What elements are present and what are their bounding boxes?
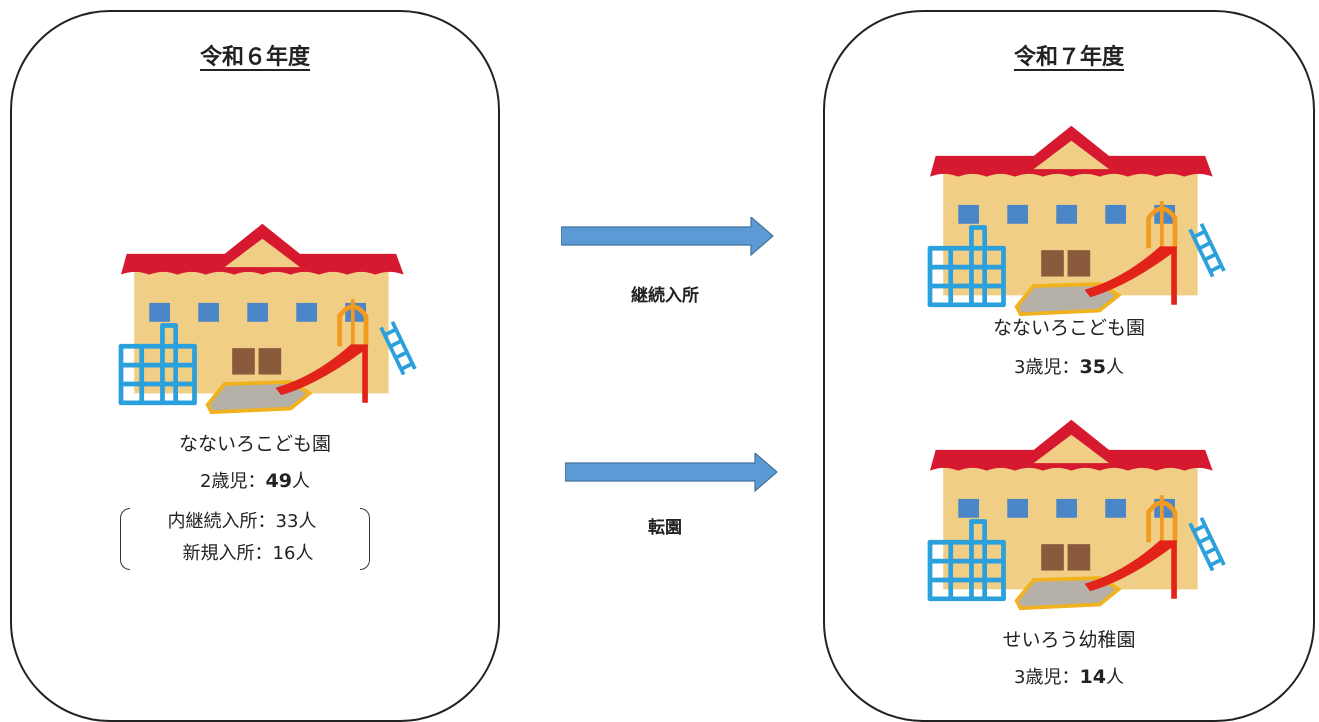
breakdown-bracket: 内継続入所：33人 新規入所：16人: [120, 508, 370, 570]
age-count-1: 3歳児：35人: [825, 356, 1313, 379]
age-label: 2歳児：: [200, 471, 266, 492]
count-unit: 人: [1105, 357, 1124, 378]
breakdown-new: 新規入所：16人: [182, 543, 314, 564]
age-label: 3歳児：: [1014, 667, 1080, 688]
arrow-transfer: [565, 453, 778, 492]
age-label: 3歳児：: [1014, 357, 1080, 378]
school-building-illustration: [108, 220, 428, 416]
arrow-continue: [561, 217, 774, 256]
count-value: 35: [1079, 356, 1106, 378]
age-count: 2歳児：49人: [12, 470, 498, 493]
school-name-2: せいろう幼稚園: [1002, 629, 1136, 651]
count-unit: 人: [291, 471, 310, 492]
school-name-1: なないろこども園: [992, 317, 1145, 339]
panel-fy2025: 令和７年度 なないろこども園 3歳児：35人 せいろう幼稚園 3歳児：14人: [823, 10, 1315, 722]
panel-fy2024: 令和６年度 なないろこども園 2歳児：49人 内継続入所：33人 新規入所：16…: [10, 10, 500, 722]
breakdown-continuing: 内継続入所：33人: [167, 511, 317, 532]
count-value: 14: [1079, 666, 1106, 688]
arrow-label-continue: 継続入所: [631, 286, 699, 306]
age-count-2: 3歳児：14人: [825, 666, 1313, 689]
school-building-illustration: [917, 416, 1237, 612]
arrow-label-transfer: 転園: [648, 518, 682, 538]
school-building-illustration: [917, 122, 1237, 318]
count-unit: 人: [1105, 667, 1124, 688]
count-value: 49: [265, 470, 292, 492]
panel-title-fy2025: 令和７年度: [1013, 45, 1124, 70]
school-name: なないろこども園: [178, 433, 331, 455]
panel-title-fy2024: 令和６年度: [199, 45, 310, 70]
